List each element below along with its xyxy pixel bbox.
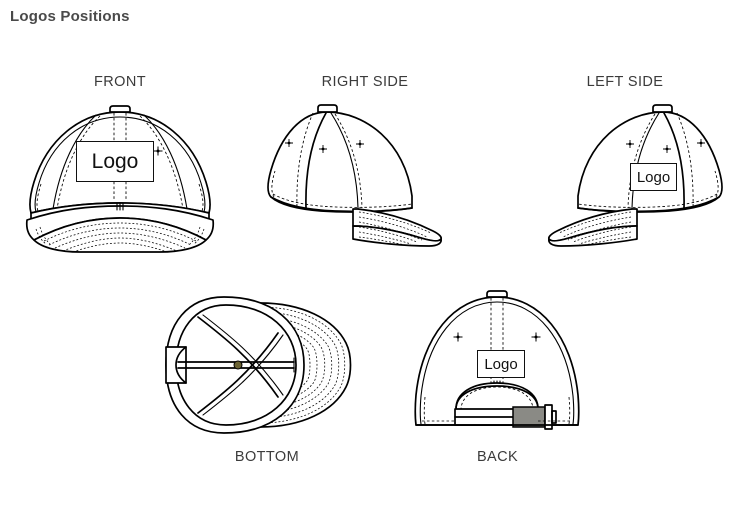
- view-right: RIGHT SIDE: [255, 74, 475, 254]
- view-label-left: LEFT SIDE: [586, 74, 664, 90]
- logo-placeholder-front[interactable]: Logo: [76, 141, 154, 182]
- eyelet-right: [153, 146, 163, 156]
- view-front: FRONT: [10, 74, 230, 254]
- view-label-right: RIGHT SIDE: [321, 74, 409, 90]
- view-label-bottom: BOTTOM: [234, 449, 300, 465]
- cap-illustration-right: [255, 96, 475, 256]
- view-label-back: BACK: [476, 449, 519, 465]
- eyelet-left: [453, 332, 463, 342]
- eyelet-back: [356, 140, 364, 148]
- view-bottom: BOTTOM: [152, 285, 382, 465]
- view-left: LEFT SIDE: [515, 74, 735, 254]
- cap-illustration-bottom: [152, 285, 382, 445]
- logo-placeholder-back[interactable]: Logo: [477, 350, 525, 378]
- eyelet-front: [697, 139, 705, 147]
- eyelet-front: [285, 139, 293, 147]
- logo-placeholder-left[interactable]: Logo: [630, 163, 677, 191]
- eyelet-mid: [663, 145, 671, 153]
- view-label-front: FRONT: [94, 74, 146, 90]
- eyelet-mid: [319, 145, 327, 153]
- strap-buckle: [512, 406, 546, 428]
- cap-illustration-left: [515, 96, 735, 256]
- eyelet-back: [626, 140, 634, 148]
- page-title: Logos Positions: [10, 8, 130, 25]
- view-back: BACK: [400, 285, 595, 465]
- eyelet-right: [531, 332, 541, 342]
